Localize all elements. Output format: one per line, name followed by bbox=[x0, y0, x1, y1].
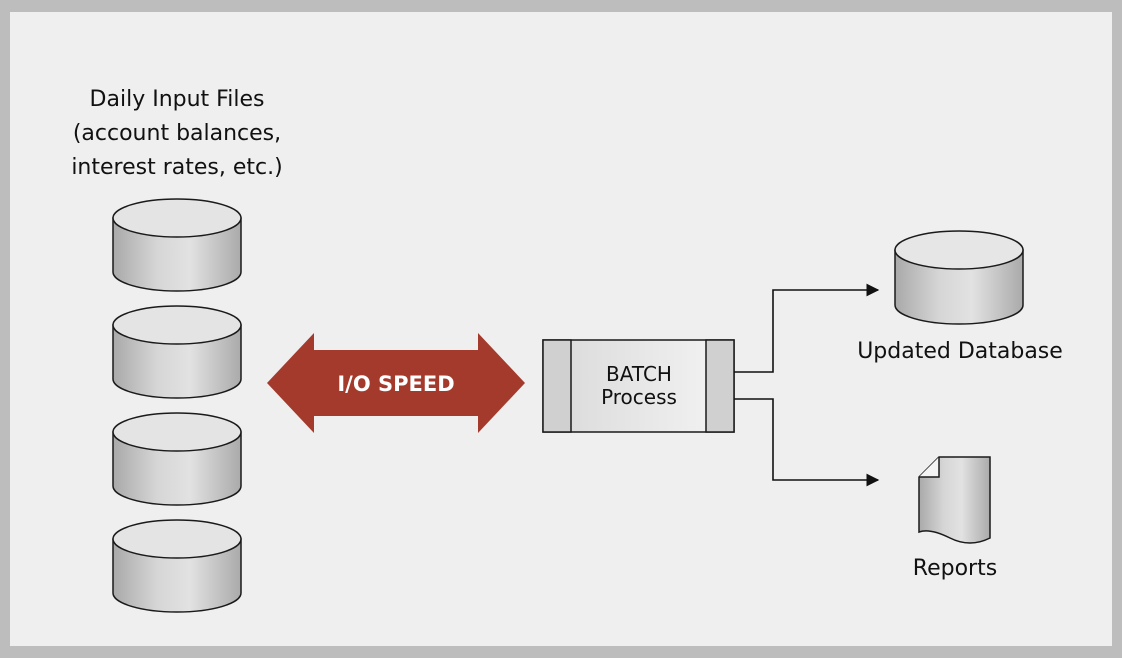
database-body bbox=[894, 249, 1024, 325]
cylinder-top bbox=[112, 519, 242, 559]
cylinder-top bbox=[112, 305, 242, 345]
batch-process-frame bbox=[542, 339, 735, 433]
cylinder-top bbox=[112, 198, 242, 238]
reports-label: Reports bbox=[913, 556, 997, 581]
input-file-cylinder bbox=[112, 198, 242, 292]
input-files-title-line-2: (account balances, bbox=[73, 121, 281, 146]
io-speed-arrow: I/O SPEED bbox=[267, 333, 525, 433]
cylinder-body bbox=[112, 324, 242, 399]
database-icon bbox=[894, 230, 1024, 325]
batch-process-label-line-1: BATCH bbox=[606, 362, 672, 386]
connector-to-reports bbox=[734, 398, 880, 487]
batch-process-label-line-2: Process bbox=[601, 385, 677, 409]
cylinder-body bbox=[112, 538, 242, 613]
double-arrow-icon bbox=[267, 333, 525, 433]
input-files-title-line-3: interest rates, etc.) bbox=[71, 155, 282, 180]
document-page bbox=[918, 456, 991, 544]
input-files-title-line-1: Daily Input Files bbox=[90, 87, 265, 112]
io-speed-label: I/O SPEED bbox=[337, 372, 454, 396]
batch-process-left-bar bbox=[542, 339, 572, 433]
batch-process-box: BATCH Process bbox=[542, 339, 735, 433]
input-files-title: Daily Input Files (account balances, int… bbox=[71, 87, 282, 180]
document-fold bbox=[919, 457, 940, 478]
connector-to-database bbox=[734, 283, 880, 373]
document-icon bbox=[918, 456, 991, 544]
input-files-stack bbox=[112, 198, 242, 613]
input-file-cylinder bbox=[112, 305, 242, 399]
cylinder-body bbox=[112, 431, 242, 506]
updated-database-label: Updated Database bbox=[857, 339, 1063, 364]
input-file-cylinder bbox=[112, 519, 242, 613]
cylinder-top bbox=[112, 412, 242, 452]
input-file-cylinder bbox=[112, 412, 242, 506]
database-top bbox=[894, 230, 1024, 270]
cylinder-body bbox=[112, 217, 242, 292]
batch-process-right-bar bbox=[705, 339, 735, 433]
